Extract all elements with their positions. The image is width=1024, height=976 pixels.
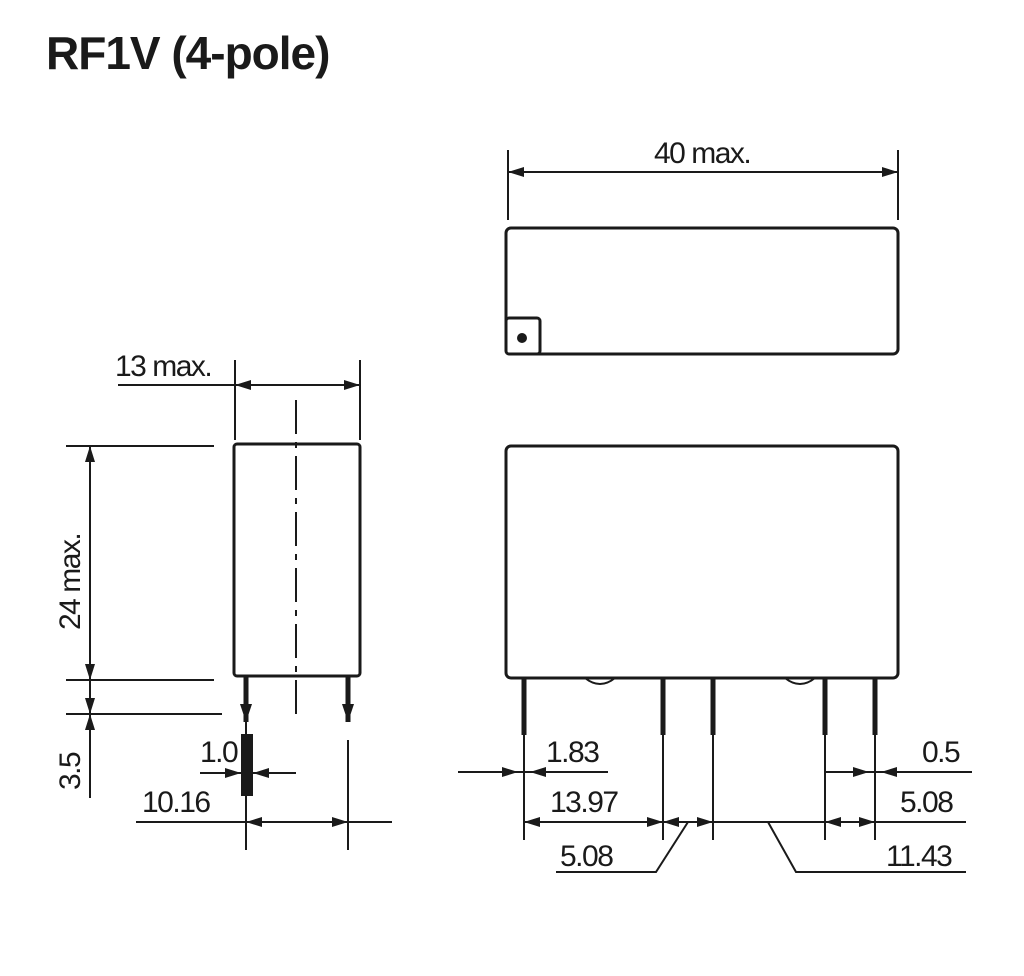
front-pin-offset-label: 1.83: [546, 736, 599, 769]
height-label: 24 max.: [54, 534, 87, 630]
top-view-body: [504, 226, 900, 356]
front-pitch-left-label: 5.08: [560, 840, 613, 873]
depth-label: 13 max.: [115, 350, 211, 383]
pin-length-label: 3.5: [54, 752, 87, 790]
width-label: 40 max.: [654, 137, 750, 170]
front-pitch-left-leader: [556, 821, 689, 873]
drawing-title: RF1V (4-pole): [46, 27, 330, 79]
polarity-dot: [517, 333, 527, 343]
pin-spacing-label: 10.16: [142, 786, 210, 819]
side-view: 13 max. 24 max. 3.5 1.0 10.1: [54, 350, 392, 850]
front-pin-span-label: 13.97: [550, 786, 618, 819]
top-view: 40 max.: [504, 137, 900, 356]
pin-width-label: 1.0: [200, 736, 238, 769]
front-pin-width-label: 0.5: [922, 736, 960, 769]
front-pitch-right-label: 5.08: [900, 786, 953, 819]
front-span-right-label: 11.43: [886, 840, 952, 873]
front-view-body: [504, 444, 900, 680]
front-span-right-leader: [767, 821, 966, 873]
front-view: 1.83 0.5 13.97 5.08 5.08 11.43: [458, 444, 972, 873]
